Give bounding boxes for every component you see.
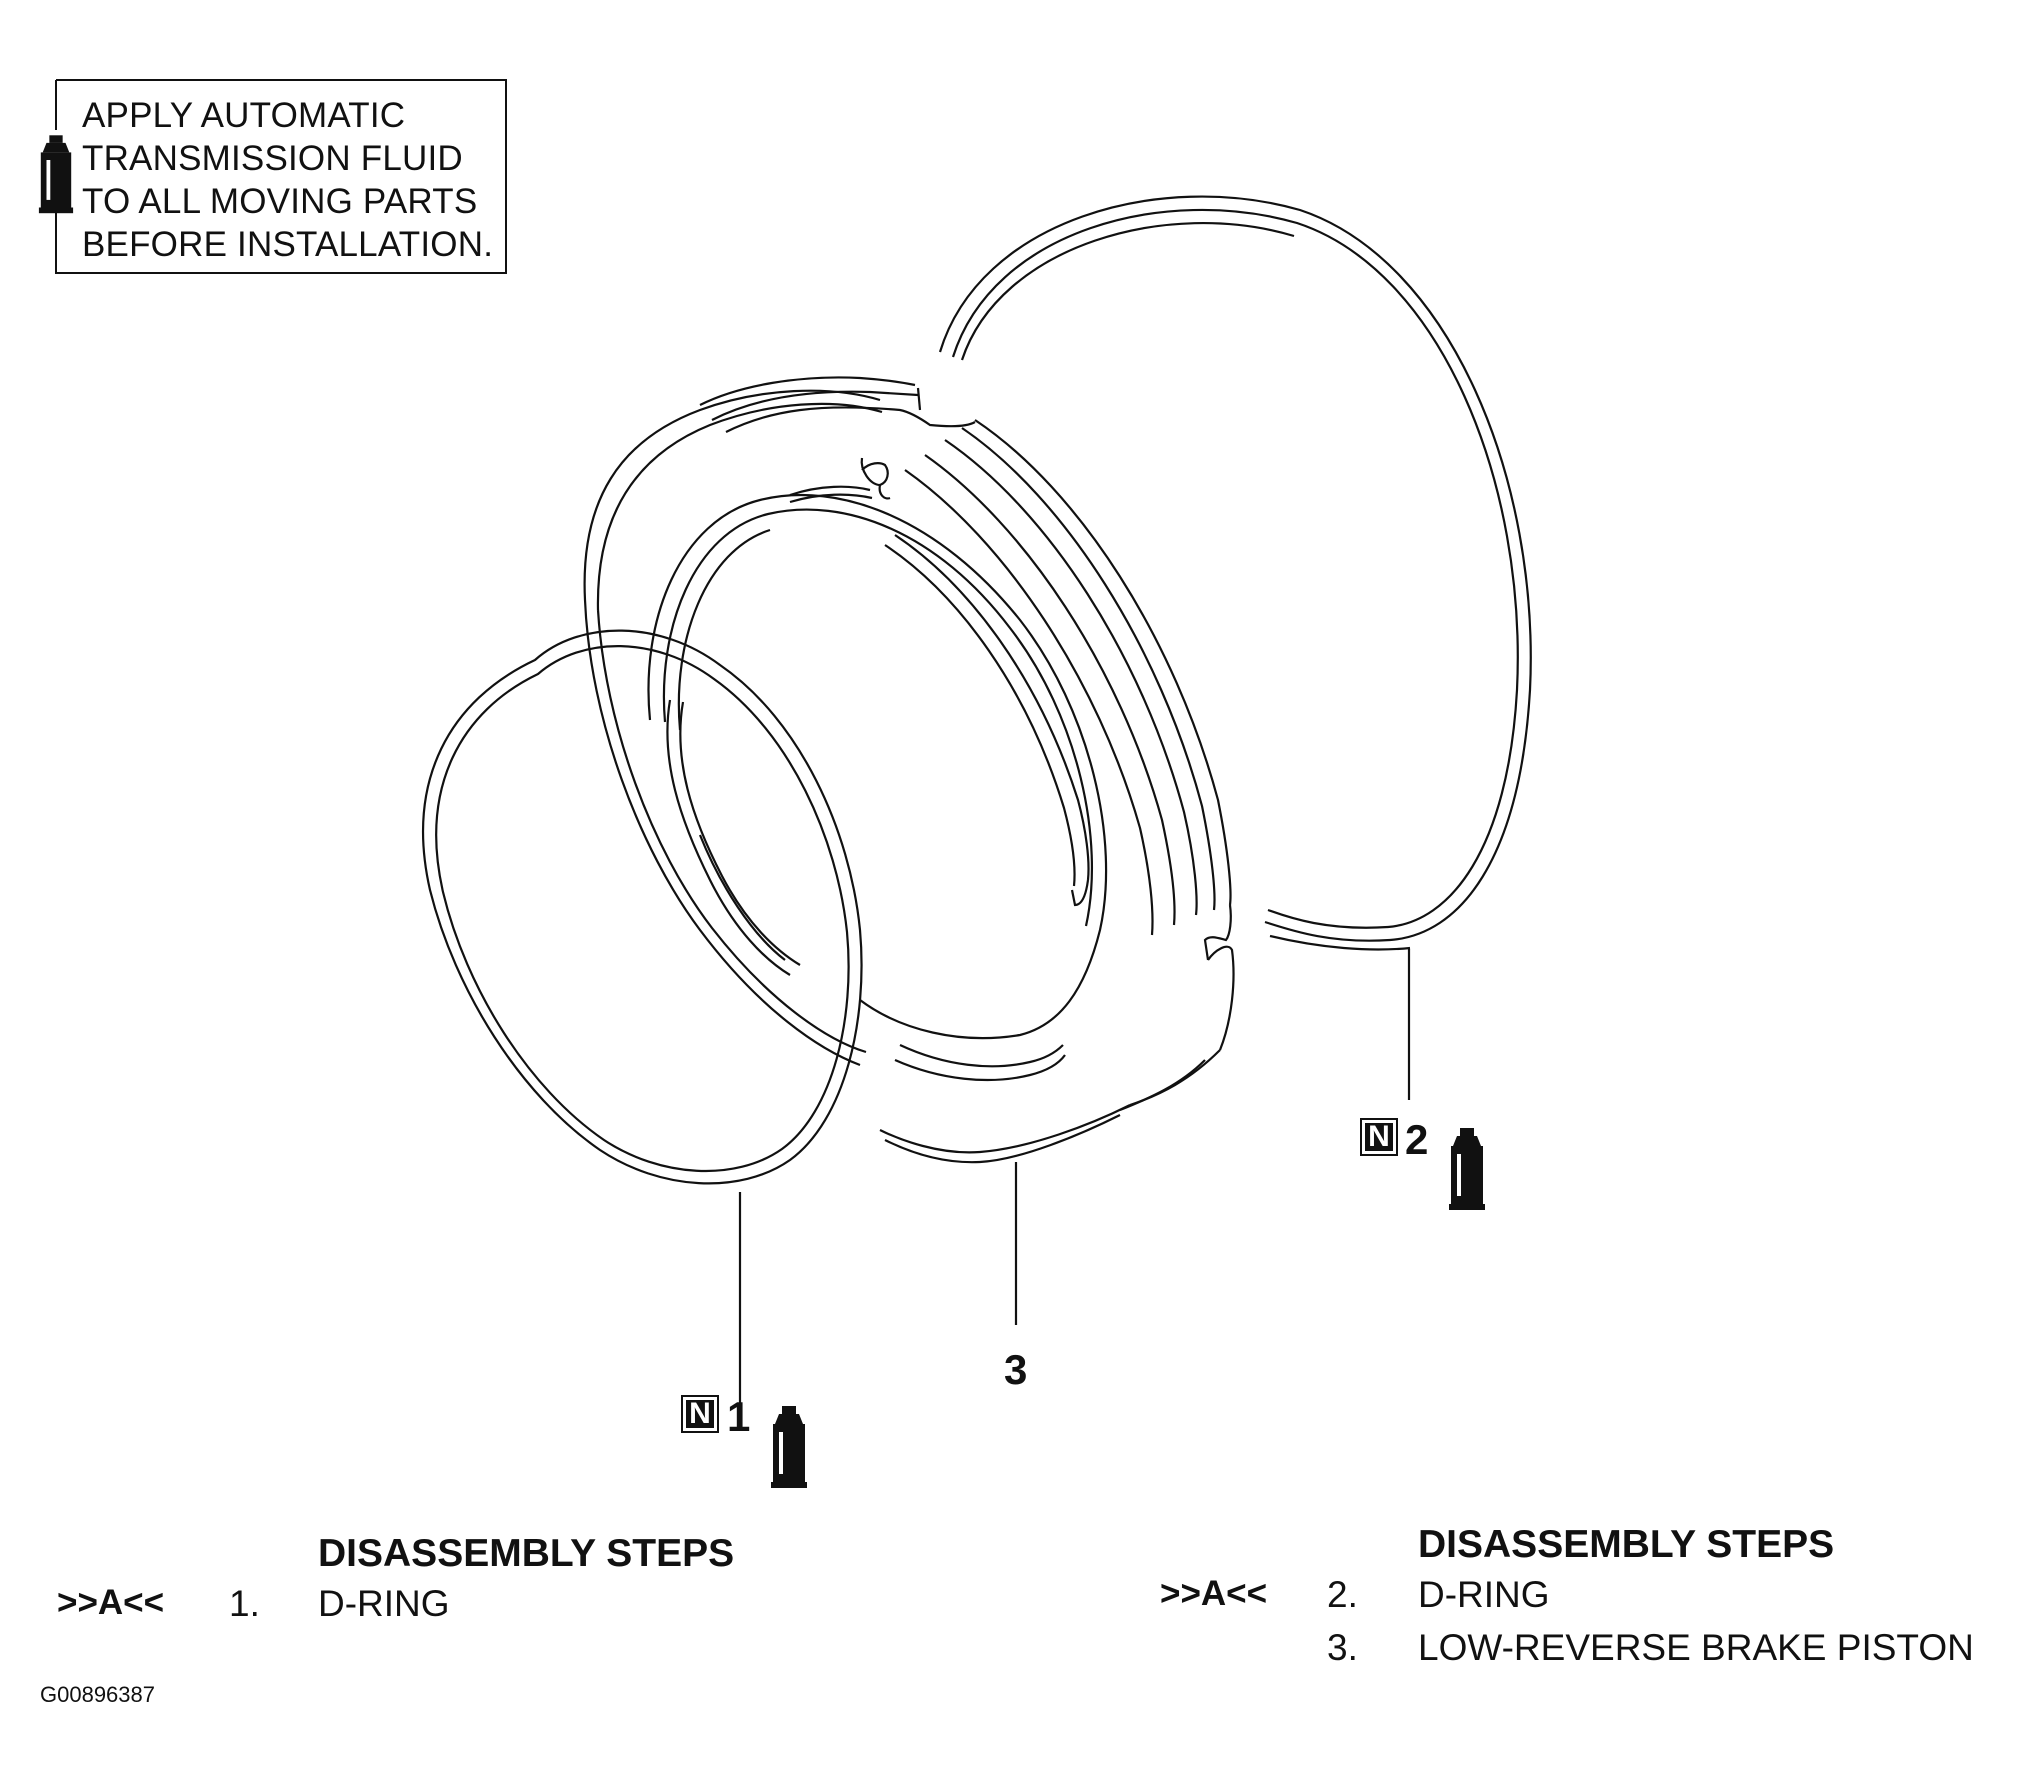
callout-1-fluid-bottle-icon	[771, 1406, 807, 1488]
steps-right-item-3-num: 3.	[1327, 1627, 1358, 1668]
steps-left-item-1-label: D-RING	[318, 1583, 450, 1624]
leader-lines	[738, 949, 1411, 1410]
note-box	[55, 79, 507, 274]
steps-left-ref: >>A<<	[57, 1583, 165, 1622]
callout-2-n-badge: N	[1360, 1118, 1398, 1156]
figure-id: G00896387	[40, 1682, 155, 1707]
steps-right-item-3-label: LOW-REVERSE BRAKE PISTON	[1418, 1627, 1974, 1668]
steps-right-ref: >>A<<	[1160, 1574, 1268, 1613]
note-line-1: APPLY AUTOMATIC	[82, 96, 406, 135]
note-line-2: TRANSMISSION FLUID	[82, 139, 463, 178]
steps-left-item-1-num: 1.	[229, 1583, 260, 1624]
note-line-3: TO ALL MOVING PARTS	[82, 182, 478, 221]
small-d-ring	[422, 629, 863, 1185]
steps-right-item-2-num: 2.	[1327, 1574, 1358, 1615]
large-d-ring	[938, 195, 1532, 951]
callout-2-fluid-bottle-icon	[1449, 1128, 1485, 1210]
note-line-4: BEFORE INSTALLATION.	[82, 225, 494, 264]
callout-1-n-badge: N	[681, 1395, 719, 1433]
brake-piston	[583, 376, 1235, 1164]
callout-1-number: 1	[727, 1393, 751, 1440]
callout-2-number: 2	[1405, 1116, 1429, 1163]
steps-left-header: DISASSEMBLY STEPS	[318, 1532, 735, 1575]
callout-3-number: 3	[1004, 1346, 1028, 1393]
steps-right-item-2-label: D-RING	[1418, 1574, 1550, 1615]
steps-right-header: DISASSEMBLY STEPS	[1418, 1523, 1835, 1566]
note-fluid-bottle-icon	[38, 135, 74, 214]
